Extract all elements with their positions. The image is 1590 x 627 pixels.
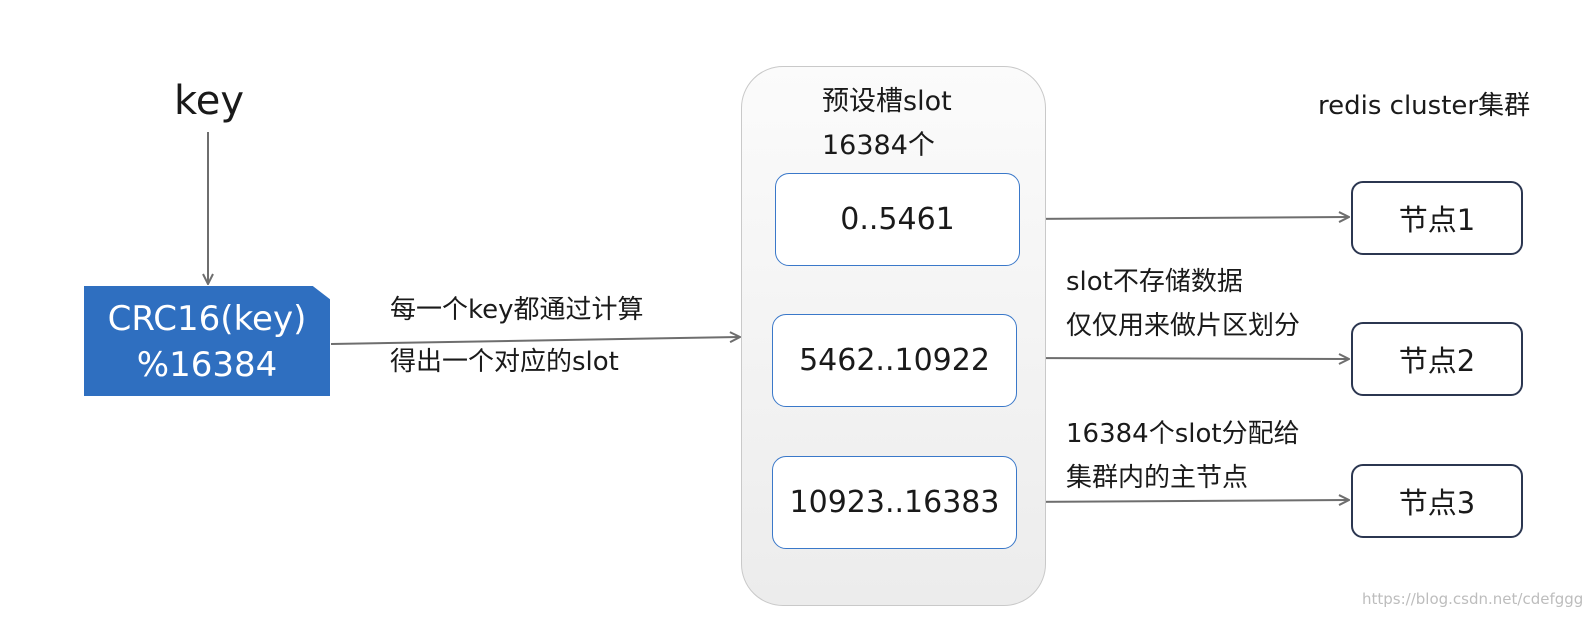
modulo-line: %16384: [136, 345, 278, 385]
slot-range-box-2: 5462..10922: [772, 314, 1017, 407]
slot-range-box-1: 0..5461: [775, 173, 1020, 266]
cluster-node-1: 节点1: [1351, 181, 1523, 255]
assign-note-line-1: 16384个slot分配给: [1066, 419, 1300, 449]
slot-panel-count: 16384个: [822, 130, 935, 161]
arrow-slot1-to-node1: [1019, 217, 1348, 219]
hash-note-line-2: 得出一个对应的slot: [390, 347, 619, 377]
cluster-node-2: 节点2: [1351, 322, 1523, 396]
assign-note-line-2: 集群内的主节点: [1066, 463, 1249, 493]
cluster-node-3: 节点3: [1351, 464, 1523, 538]
crc16-hash-box: CRC16(key) %16384: [84, 286, 330, 396]
slot-note-line-2: 仅仅用来做片区划分: [1066, 311, 1301, 341]
slot-note-line-1: slot不存储数据: [1066, 267, 1243, 297]
arrow-hash-to-slots: [330, 337, 739, 345]
arrow-slot3-to-node3: [1016, 500, 1348, 502]
slot-range-box-3: 10923..16383: [772, 456, 1017, 549]
key-label: key: [174, 78, 245, 124]
cluster-label: redis cluster集群: [1318, 91, 1531, 121]
arrow-slot2-to-node2: [1016, 358, 1348, 359]
hash-note-line-1: 每一个key都通过计算: [390, 295, 644, 325]
crc16-line: CRC16(key): [107, 299, 307, 339]
watermark: https://blog.csdn.net/cdefggg: [1362, 590, 1584, 608]
slot-panel-title: 预设槽slot: [822, 86, 952, 117]
